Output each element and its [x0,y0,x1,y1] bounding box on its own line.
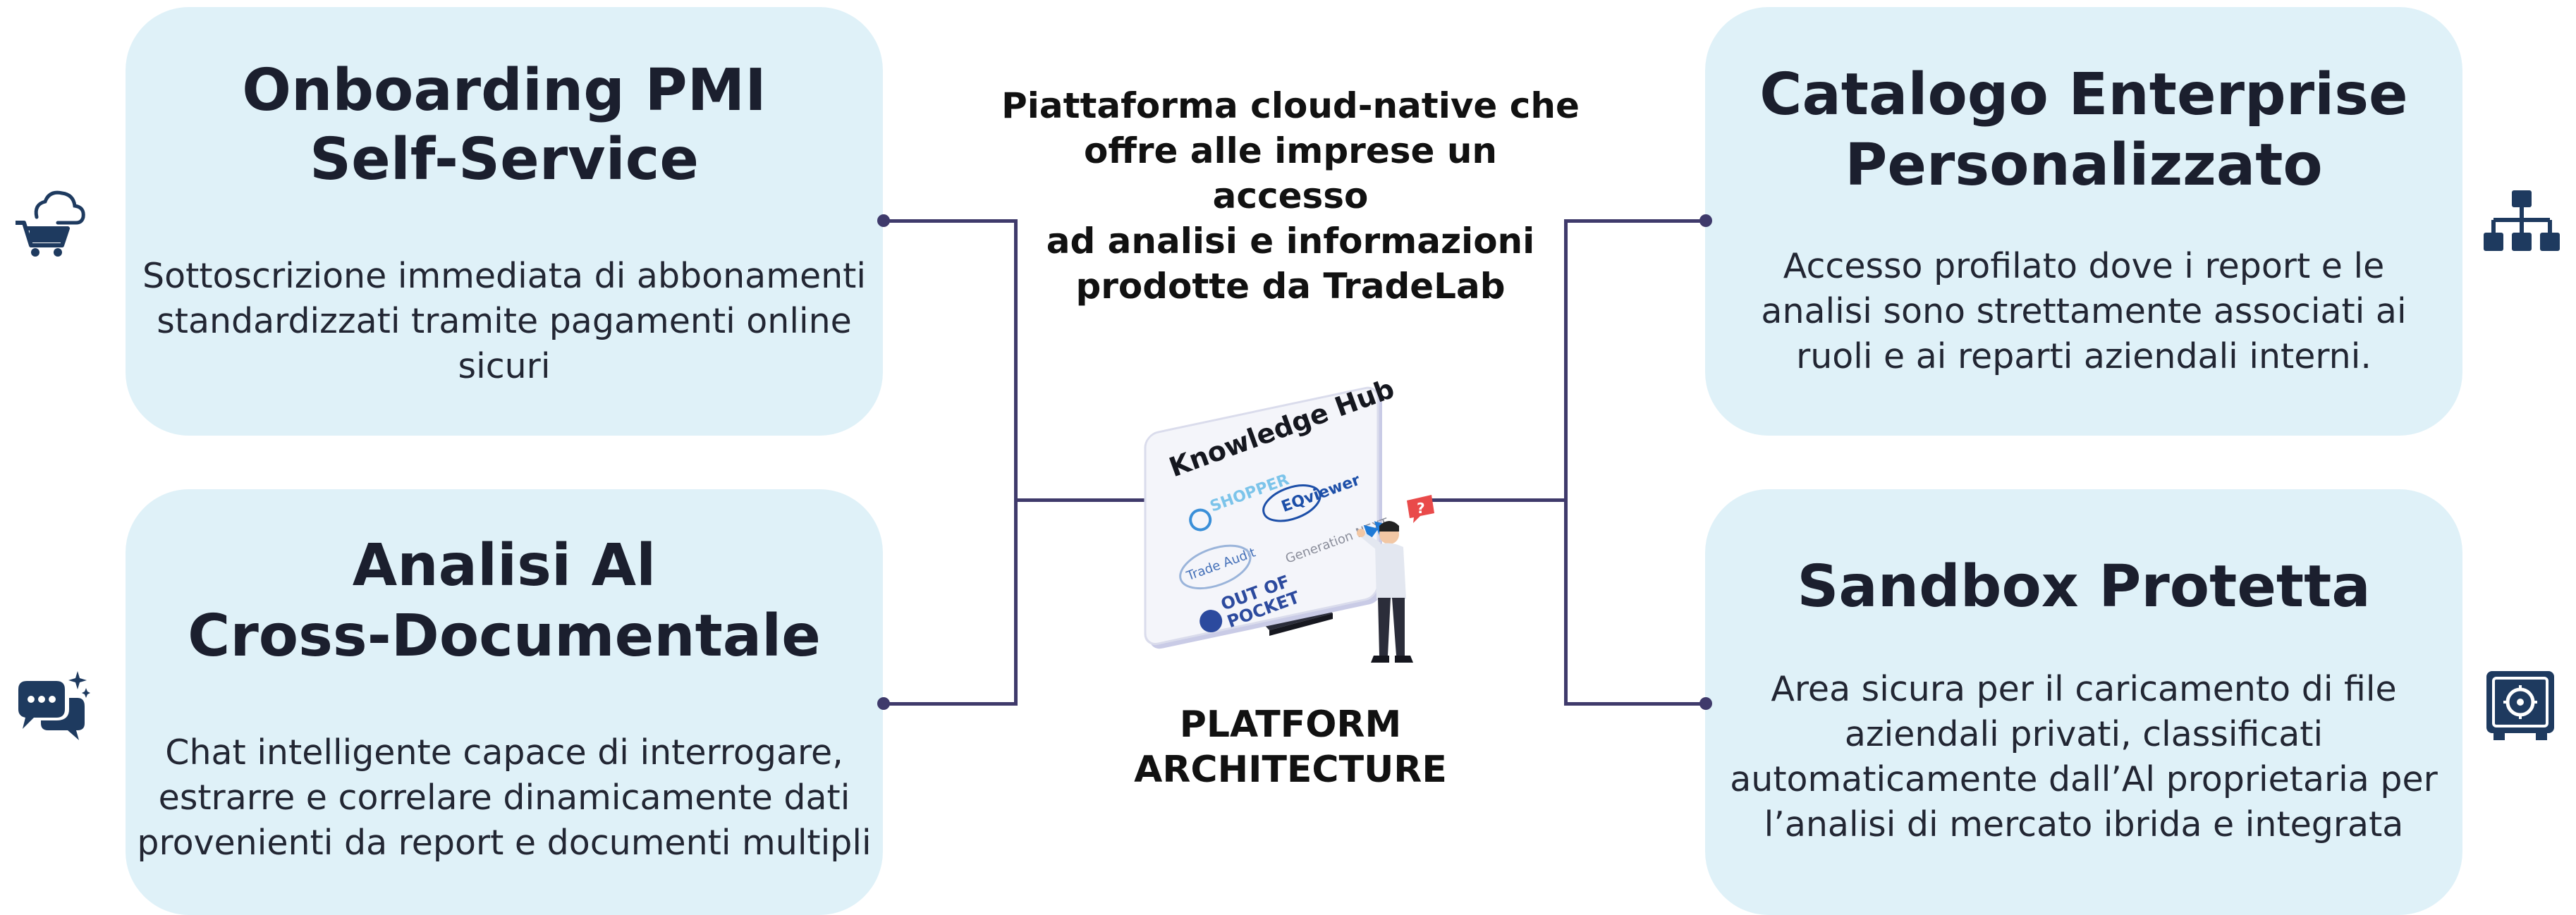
chat-sparkle-icon [18,671,90,740]
connector-line [1417,498,1567,502]
connector-line [883,219,1017,223]
description-line: prodotte da TradeLab [1075,266,1506,307]
connector-dot [877,214,890,227]
card-catalogo-enterprise: Catalogo Enterprise Personalizzato Acces… [1705,7,2462,436]
card-description: analisi sono strettamente associati ai [1761,291,2407,331]
card-description: automaticamente dall’Al proprietaria per [1730,759,2438,799]
connector-line [1564,702,1705,706]
card-description: estrarre e correlare dinamicamente dati [158,778,850,818]
card-onboarding-pmi: Onboarding PMI Self-Service Sottoscrizio… [126,7,883,436]
card-description: sicuri [458,346,551,386]
connector-line [1014,498,1156,502]
question-mark: ? [1417,500,1425,517]
cloud-cart-icon [16,190,85,257]
card-description: Chat intelligente capace di interrogare, [165,732,843,773]
card-title: Cross-Documentale [188,603,821,670]
connector-line [1564,219,1568,706]
card-analisi-ai: Analisi Al Cross-Documentale Chat intell… [126,489,883,915]
card-description: Sottoscrizione immediata di abbonamenti [142,256,866,296]
card-title: Onboarding PMI [242,57,767,124]
connector-line [883,702,1017,706]
card-title: Personalizzato [1845,132,2323,199]
platform-architecture-label: PLATFORM ARCHITECTURE [1079,702,1502,792]
card-description: Area sicura per il caricamento di file [1771,669,2397,709]
card-title: Sandbox Protetta [1797,553,2371,620]
card-title: Catalogo Enterprise [1759,61,2408,128]
card-title: Analisi Al [352,532,657,599]
connector-dot [877,697,890,710]
connector-line [1564,219,1705,223]
card-description: ruoli e ai reparti aziendali interni. [1796,336,2371,376]
card-description: aziendali privati, classificati [1844,714,2324,754]
card-description: provenienti da report e documenti multip… [137,823,872,863]
safe-icon [2486,671,2554,740]
platform-description: Piattaforma cloud-native che offre alle … [1001,83,1580,309]
label-line: ARCHITECTURE [1134,749,1447,791]
description-line: Piattaforma cloud-native che [1001,85,1580,126]
connector-dot [1699,214,1712,227]
card-description: l’analisi di mercato ibrida e integrata [1764,804,2404,845]
card-sandbox-protetta: Sandbox Protetta Area sicura per il cari… [1705,489,2462,915]
card-description: standardizzati tramite pagamenti online [157,301,852,341]
description-line: offre alle imprese un accesso [1083,130,1498,216]
label-line: PLATFORM [1179,704,1402,746]
connector-dot [1699,697,1712,710]
knowledge-hub-illustration: Knowledge Hub SHOPPER EQviewer Trade Aud… [1144,373,1434,663]
connector-line [1014,219,1018,706]
description-line: ad analisi e informazioni [1046,221,1535,262]
card-description: Accesso profilato dove i report e le [1783,246,2385,286]
org-chart-icon [2484,190,2560,251]
card-title: Self-Service [310,126,699,193]
